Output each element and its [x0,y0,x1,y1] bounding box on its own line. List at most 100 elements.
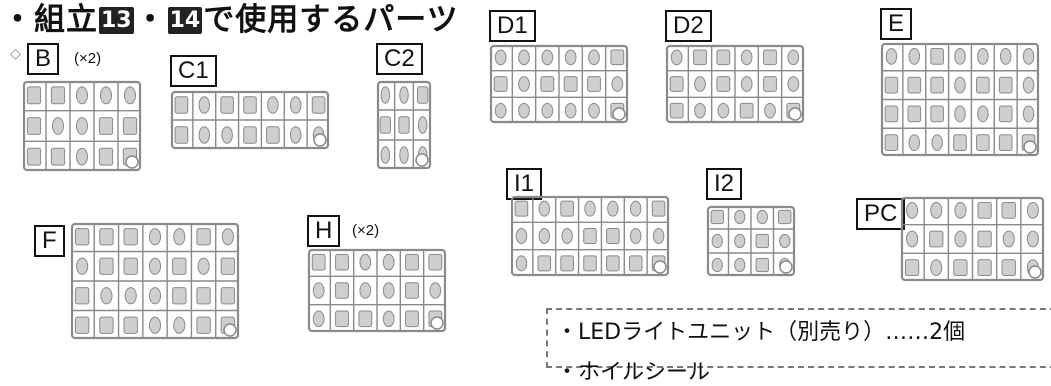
runner-i1 [510,195,670,277]
runner-part [886,48,896,64]
runner-part [27,87,40,104]
runner-gate [314,134,326,146]
runner-part [735,234,745,247]
runner-part [406,254,419,270]
runner-part [244,127,257,144]
runner-part [907,202,918,218]
runner-part [588,77,601,92]
runner-part [406,311,419,327]
runner-part [125,87,136,104]
runner-part [652,201,665,216]
runner-part [909,135,919,151]
runner-part [542,103,553,118]
runner-gate [1024,141,1036,153]
runner-part [290,127,300,144]
runner-h [307,248,447,333]
runner-part [930,231,943,247]
runner-part [694,50,707,65]
runner-part [931,106,944,122]
runner-part [1027,231,1038,247]
runner-part [125,288,136,304]
runner-part [418,117,427,134]
runner-part [565,50,576,65]
runner-part [779,210,791,223]
runner-part [954,135,967,151]
runner-part [584,256,597,271]
runner-part [519,103,530,118]
runner-part [999,77,1012,93]
runner-part [336,283,349,299]
runner-part [931,260,942,276]
runner-part [101,87,112,104]
part-label-d2: D2 [665,10,712,42]
runner-part [267,127,280,144]
runner-part [149,317,160,333]
runner-part [77,87,88,104]
runner-part [670,103,683,118]
runner-part [516,256,526,271]
runner-part [99,118,112,135]
runner-part [430,283,441,299]
runner-part [978,202,991,218]
runner-part [931,202,942,218]
runner-part [221,288,234,304]
note-line-sticker: ・ホイルシール [556,354,1051,386]
runner-part [198,258,209,274]
runner-part [589,103,600,118]
runner-part [955,106,965,122]
runner-part [418,87,428,104]
runner-part [718,103,729,118]
runner-part [978,106,988,122]
runner-part [764,50,777,65]
runner-part [932,135,942,151]
runner-part [199,97,209,114]
part-label-d1: D1 [489,10,536,42]
runner-part [173,258,186,274]
runner-part [383,254,394,270]
runner-part [400,147,409,164]
part-label-i2: I2 [706,168,742,200]
runner-part [75,229,88,245]
runner-part [51,148,64,165]
runner-part [268,97,278,114]
runner-part [174,317,185,333]
runner-part [75,317,88,333]
runner-part [629,256,642,271]
runner-part [173,288,186,304]
runner-part [360,254,371,270]
runner-gate [224,324,236,336]
runner-part [999,106,1012,122]
runner-part [630,228,640,243]
runner-gate [654,261,666,273]
runner-part [653,228,663,243]
runner-part [931,77,944,93]
runner-part [495,50,506,65]
runner-part [123,118,136,135]
runner-part [313,283,324,299]
runner-part [977,135,990,151]
runner-part [124,317,137,333]
runner-part [77,258,88,274]
runner-part [561,256,574,271]
runner-gate [789,108,801,120]
runner-part [561,201,574,216]
runner-c2 [376,80,432,170]
part-label-c2: C2 [376,43,423,75]
runner-part [764,77,777,92]
runner-part [978,260,991,276]
runner-part [955,202,966,218]
part-label-e: E [880,8,912,40]
runner-part [27,148,40,165]
runner-part [765,103,776,118]
runner-i2 [706,205,796,277]
runner-part [780,234,790,247]
runner-part [429,254,442,270]
runner-part [515,201,528,216]
runner-pc [900,196,1045,282]
runner-part [149,258,160,274]
runner-part [359,311,372,327]
runner-part [630,201,640,216]
runner-part [336,254,349,270]
runner-part [100,229,113,245]
heading-separator: ・ [135,2,167,38]
